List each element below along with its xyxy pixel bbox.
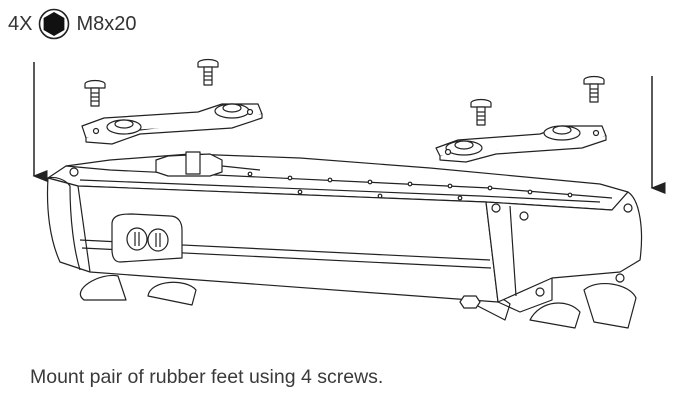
left-mounting-bracket: [81, 103, 263, 145]
screw-1: [84, 79, 106, 107]
rubber-feet: [79, 274, 637, 329]
right-mounting-bracket: [435, 125, 607, 163]
cable-connector: [155, 151, 261, 177]
hex-socket-screw-icon: [39, 8, 70, 40]
screw-2: [197, 58, 219, 86]
connector-panel: [111, 213, 183, 263]
screw-quantity: 4X: [8, 12, 33, 35]
screw-3: [470, 98, 492, 126]
top-surface-holes: [247, 171, 573, 201]
instruction-caption: Mount pair of rubber feet using 4 screws…: [30, 366, 384, 388]
screw-spec: M8x20: [76, 12, 137, 35]
screw-spec-header: 4X M8x20: [8, 5, 137, 43]
screw-4: [583, 75, 605, 103]
